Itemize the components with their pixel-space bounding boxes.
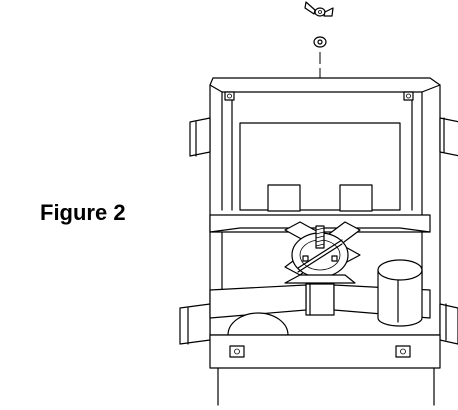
side-bracket-right-top — [439, 117, 458, 157]
side-bracket-left-top — [189, 117, 211, 157]
cylinder-icon — [377, 259, 423, 327]
side-bracket-right-bottom — [439, 303, 458, 345]
front-screw-left — [229, 345, 245, 358]
front-panel — [209, 334, 441, 406]
threaded-stud-icon — [315, 225, 325, 249]
side-bracket-left-bottom — [179, 303, 211, 345]
figure-label: Figure 2 — [40, 200, 126, 225]
wing-nut-icon — [304, 1, 334, 17]
washer-icon — [313, 36, 327, 48]
front-screw-right — [395, 345, 411, 358]
centre-post — [305, 283, 335, 316]
opening-right — [339, 184, 373, 212]
drain-cutout — [227, 312, 289, 336]
opening-left — [267, 184, 301, 212]
